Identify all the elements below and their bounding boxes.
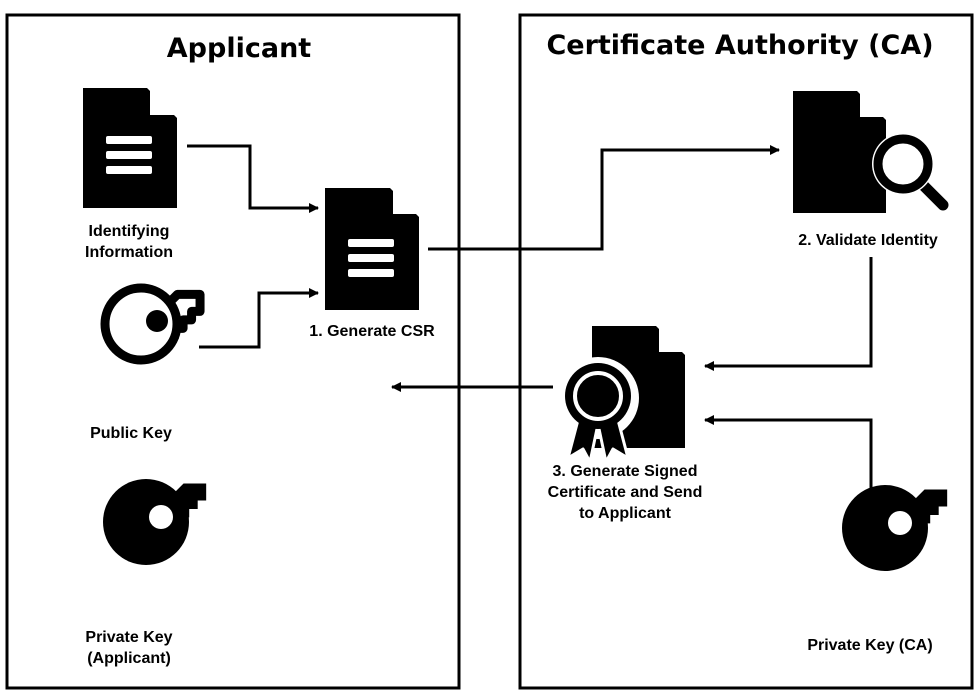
document-search-icon bbox=[793, 91, 952, 214]
document-icon bbox=[83, 88, 177, 208]
identifying-information-label-line2: Information bbox=[85, 244, 173, 261]
edge-identifying-info-to-csr bbox=[187, 144, 319, 213]
edge-csr-to-validate bbox=[428, 145, 780, 251]
applicant-panel: Applicant bbox=[5, 13, 461, 690]
key-outline-icon bbox=[100, 283, 205, 365]
edges bbox=[187, 144, 873, 498]
generate-signed-certificate-label-line2: Certificate and Send bbox=[548, 484, 703, 501]
edge-validate-to-certificate bbox=[704, 257, 873, 371]
edge-public-key-to-csr bbox=[199, 288, 319, 349]
edge-ca-private-key-to-certificate bbox=[704, 415, 873, 498]
private-key-ca-label: Private Key (CA) bbox=[807, 637, 932, 654]
private-key-applicant-label-line1: Private Key bbox=[85, 629, 172, 646]
certificate-icon bbox=[557, 326, 685, 464]
identifying-information-label-line1: Identifying bbox=[89, 223, 170, 240]
public-key-label: Public Key bbox=[90, 425, 172, 442]
generate-signed-certificate-label-line3: to Applicant bbox=[579, 505, 672, 522]
node-generate-signed-certificate: 3. Generate Signed Certificate and Send … bbox=[548, 326, 703, 522]
node-identifying-information: Identifying Information bbox=[83, 88, 177, 261]
generate-signed-certificate-label-line1: 3. Generate Signed bbox=[553, 463, 698, 480]
key-solid-icon bbox=[103, 479, 207, 565]
private-key-applicant-label-line2: (Applicant) bbox=[87, 650, 171, 667]
applicant-panel-title: Applicant bbox=[167, 33, 312, 64]
validate-identity-label: 2. Validate Identity bbox=[798, 232, 938, 249]
node-public-key: Public Key bbox=[90, 283, 205, 442]
key-solid-icon bbox=[842, 485, 948, 571]
node-generate-csr: 1. Generate CSR bbox=[309, 188, 435, 340]
generate-csr-label: 1. Generate CSR bbox=[309, 323, 435, 340]
node-validate-identity: 2. Validate Identity bbox=[793, 91, 952, 249]
ca-panel: Certificate Authority (CA) bbox=[518, 13, 974, 690]
document-icon bbox=[325, 188, 419, 310]
node-private-key-ca: Private Key (CA) bbox=[807, 485, 948, 654]
node-private-key-applicant: Private Key (Applicant) bbox=[85, 479, 207, 667]
ca-panel-title: Certificate Authority (CA) bbox=[546, 30, 933, 61]
